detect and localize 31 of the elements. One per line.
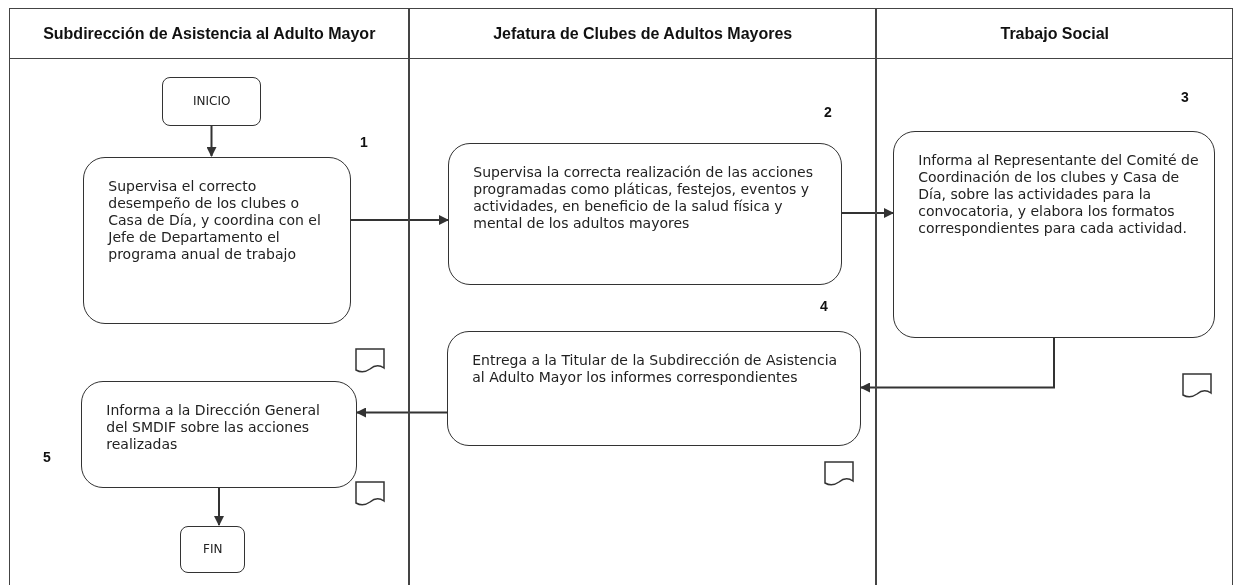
arrow — [356, 407, 448, 418]
step-text: FIN — [203, 541, 223, 558]
step-text: Supervisa la correcta realización de las acciones programadas como pláticas, festejos, eventos y actividades, en beneficio de la salud física y mental de los adultos mayores — [473, 164, 814, 232]
step-number: 3 — [1181, 89, 1189, 105]
step-text: Informa a la Dirección General del SMDIF sobre las acciones realizadas — [106, 402, 321, 453]
step-text: Entrega a la Titular de la Subdirección de Asistencia al Adulto Mayor los informes correspondientes — [472, 352, 839, 386]
step-text: Informa al Representante del Comité de Coordinación de los clubes y Casa de Día, sobre las actividades para la convocatoria, y elabora los formatos correspondientes para cada actividad. — [918, 152, 1200, 237]
lane-header: Trabajo Social — [877, 9, 1233, 59]
process-box — [447, 331, 862, 446]
step-number: 2 — [824, 104, 832, 120]
process-box — [83, 157, 352, 324]
lane-header: Jefatura de Clubes de Adultos Mayores — [410, 9, 876, 59]
process-box — [81, 381, 358, 488]
swimlane — [9, 8, 410, 585]
step-text: INICIO — [193, 93, 231, 110]
swimlane — [409, 8, 877, 585]
swimlane — [876, 8, 1234, 585]
terminal-box — [162, 77, 262, 126]
arrow — [214, 486, 224, 526]
terminal-box — [180, 526, 246, 573]
arrow — [860, 336, 1055, 393]
process-box — [448, 143, 843, 285]
step-number: 5 — [43, 449, 51, 465]
process-box — [893, 131, 1216, 338]
arrow — [350, 215, 449, 225]
arrow — [841, 208, 894, 218]
step-number: 4 — [820, 298, 828, 314]
arrow — [206, 124, 217, 157]
step-text: Supervisa el correcto desempeño de los clubes o Casa de Día, y coordina con el Jefe de Departamento el programa anual de trabajo — [108, 178, 322, 263]
step-number: 1 — [360, 134, 368, 150]
lane-header: Subdirección de Asistencia al Adulto Mayor — [10, 9, 409, 59]
